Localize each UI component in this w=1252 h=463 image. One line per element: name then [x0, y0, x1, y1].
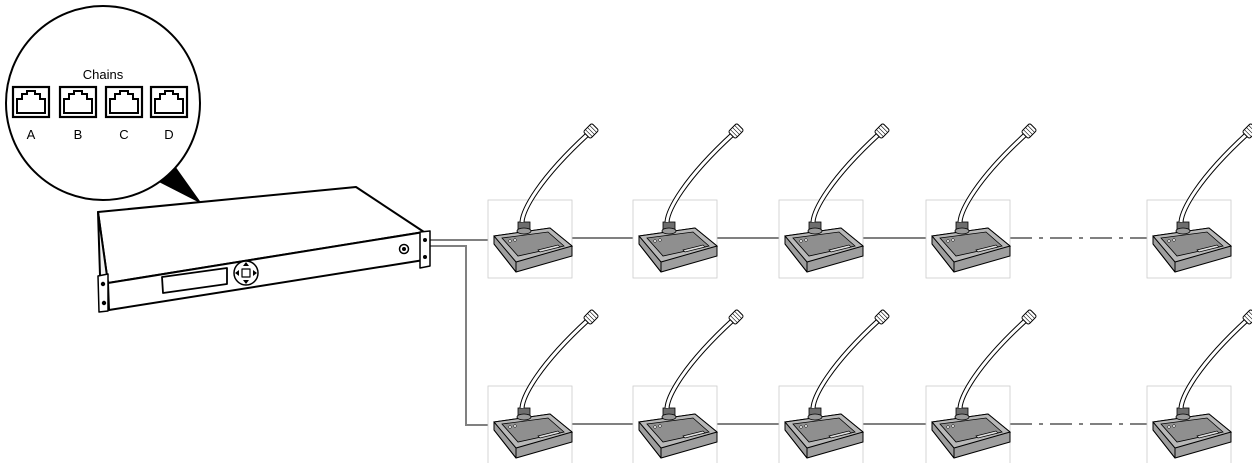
- gooseneck-microphone-delegate-unit-icon: [779, 123, 890, 278]
- chains-label: Chains: [83, 67, 124, 82]
- gooseneck-microphone-delegate-unit-icon: [1147, 309, 1252, 463]
- gooseneck-microphone-delegate-unit-icon: [633, 309, 744, 463]
- port-label-b: B: [74, 127, 83, 142]
- rack-ear-right: [419, 230, 431, 269]
- central-unit-icon: [97, 186, 431, 313]
- front-display: [161, 267, 228, 294]
- gooseneck-microphone-delegate-unit-icon: [1147, 123, 1252, 278]
- port-label-d: D: [164, 127, 173, 142]
- callout-circle: [5, 5, 201, 201]
- rj45-port-icon: [11, 85, 51, 119]
- nav-keypad-icon: [233, 260, 259, 286]
- port-label-a: A: [27, 127, 36, 142]
- delegate-chains: [488, 123, 1252, 463]
- cable-to-chain-bottom: [430, 245, 498, 426]
- gooseneck-microphone-delegate-unit-icon: [633, 123, 744, 278]
- gooseneck-microphone-delegate-unit-icon: [926, 123, 1037, 278]
- rj45-port-icon: [58, 85, 98, 119]
- chain-row-1: [488, 123, 1252, 278]
- rj45-port-icon: [104, 85, 144, 119]
- chain-row-2: [488, 309, 1252, 463]
- rj45-port-icon: [149, 85, 189, 119]
- rack-ear-left: [97, 273, 109, 313]
- zoom-callout: Chains A B C D: [5, 5, 202, 204]
- cables: [428, 239, 498, 426]
- gooseneck-microphone-delegate-unit-icon: [779, 309, 890, 463]
- port-label-c: C: [119, 127, 128, 142]
- gooseneck-microphone-delegate-unit-icon: [488, 309, 599, 463]
- gooseneck-microphone-delegate-unit-icon: [926, 309, 1037, 463]
- gooseneck-microphone-delegate-unit-icon: [488, 123, 599, 278]
